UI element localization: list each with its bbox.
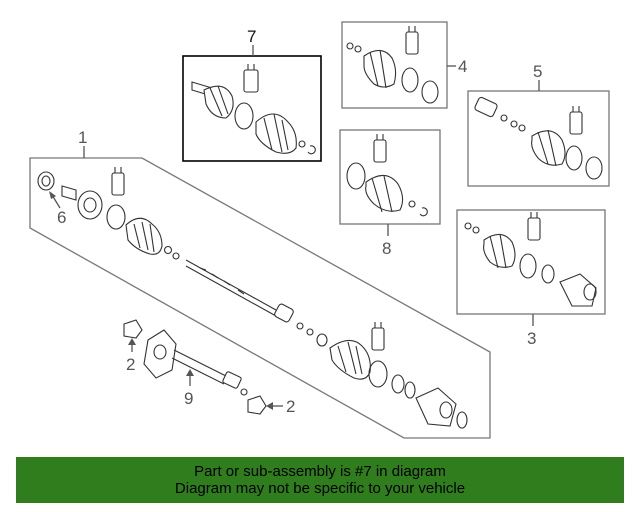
callout-5: 5 xyxy=(533,62,542,81)
callout-2-lower: 2 xyxy=(286,397,295,416)
callout-1: 1 xyxy=(78,128,87,147)
part-9-intermediate-shaft[interactable] xyxy=(143,329,248,396)
part-4-box[interactable] xyxy=(341,21,448,109)
part-7-box[interactable] xyxy=(182,55,322,162)
part-8-box[interactable] xyxy=(339,129,441,225)
callout-8: 8 xyxy=(382,239,391,258)
part-2-cap-lower[interactable] xyxy=(247,395,267,415)
callout-7: 7 xyxy=(247,27,256,46)
part-2-cap-upper[interactable] xyxy=(123,319,143,339)
info-banner: Part or sub-assembly is #7 in diagram Di… xyxy=(16,457,624,503)
callout-4: 4 xyxy=(458,57,467,76)
callout-3: 3 xyxy=(527,329,536,348)
part-3-box[interactable] xyxy=(456,209,606,315)
callout-9: 9 xyxy=(184,389,193,408)
axle-assembly-panel[interactable] xyxy=(29,157,491,439)
callout-6: 6 xyxy=(57,208,66,227)
parts-diagram: 1 6 7 4 xyxy=(29,21,610,439)
part-5-box[interactable] xyxy=(467,90,610,187)
banner-line-2: Diagram may not be specific to your vehi… xyxy=(174,480,466,497)
callout-2-upper: 2 xyxy=(126,355,135,374)
banner-line-1: Part or sub-assembly is #7 in diagram xyxy=(194,463,446,480)
